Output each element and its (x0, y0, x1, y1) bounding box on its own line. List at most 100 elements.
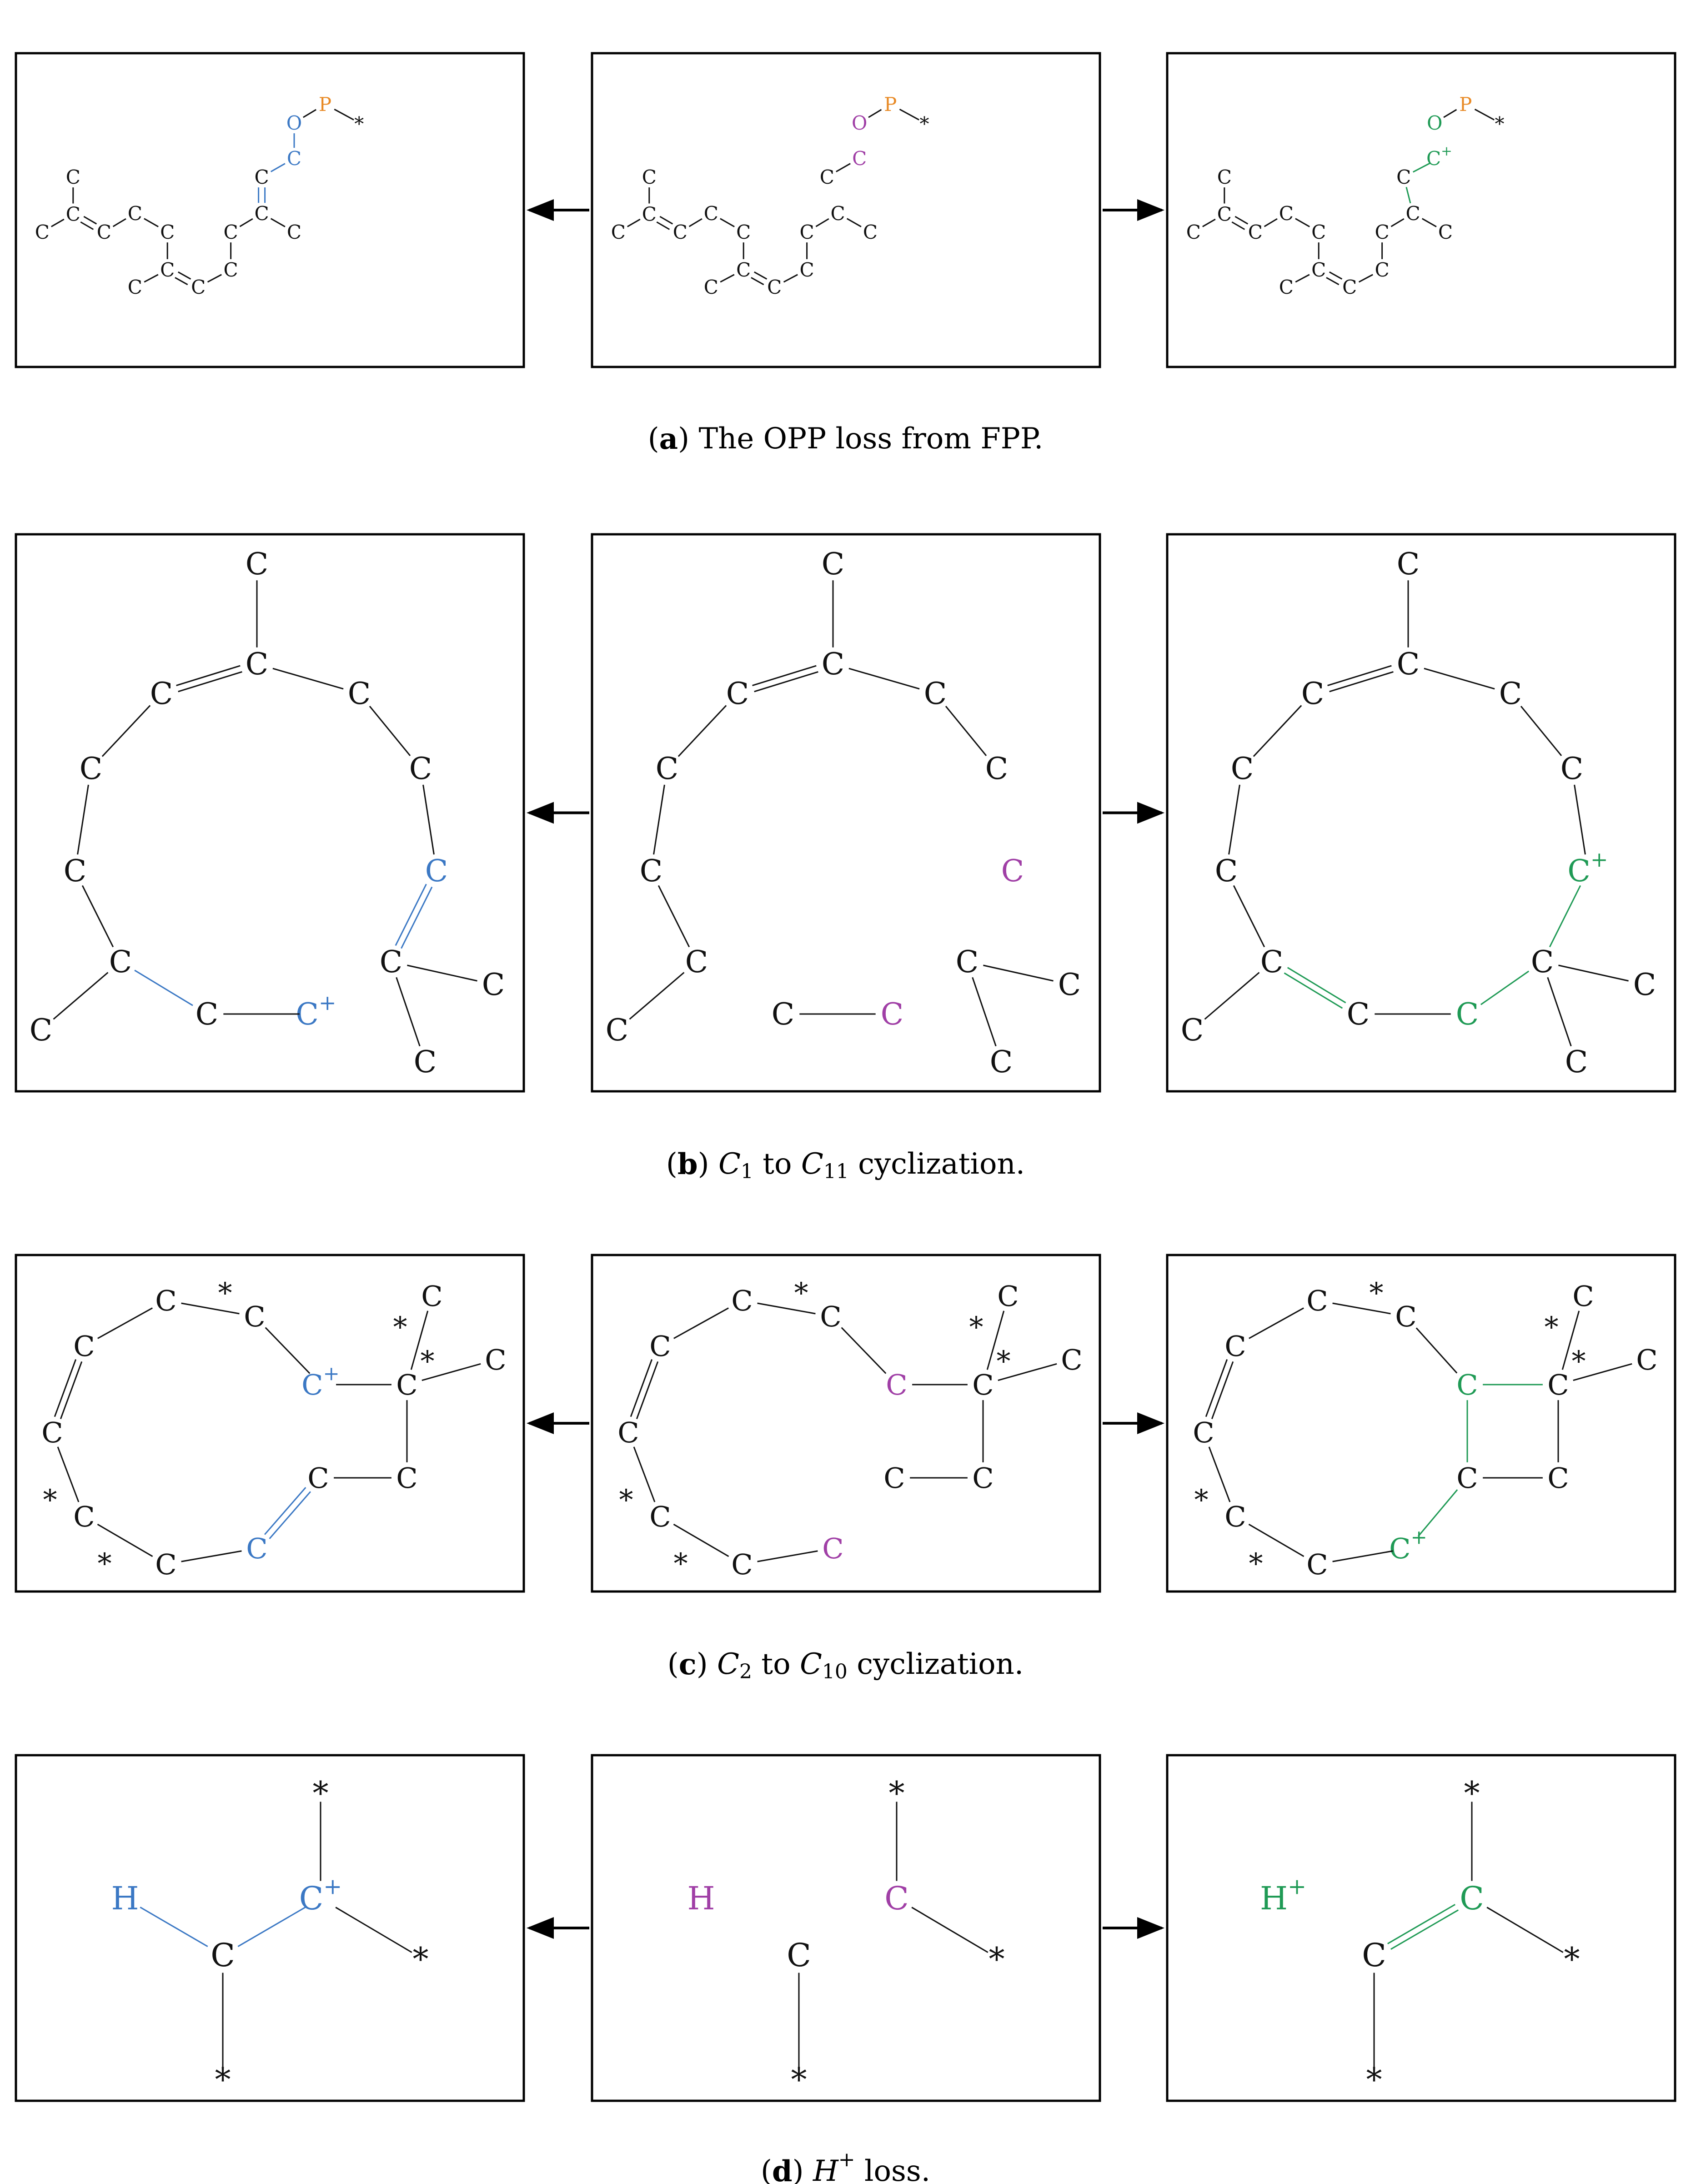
double-bond-line (752, 665, 817, 687)
single-bond-line (81, 885, 114, 948)
single-bond-line (815, 218, 829, 227)
single-bond-line (1405, 187, 1411, 204)
double-bond-line (754, 271, 768, 280)
single-bond-line (1520, 706, 1562, 756)
atom-label: C (822, 647, 845, 682)
single-bond-line (1228, 784, 1240, 855)
subfigure-caption: (c) C2 to C10 cyclization. (667, 1647, 1024, 1683)
double-bond-line (395, 884, 427, 946)
single-bond-line (97, 1523, 153, 1557)
single-bond-line (335, 1907, 412, 1953)
atom-label: C (1561, 751, 1584, 786)
wildcard-atom: * (674, 1547, 688, 1580)
atom-label: C (1224, 1330, 1246, 1363)
panel-frame (591, 533, 1101, 1093)
atom-label: O (852, 112, 867, 134)
single-bond-line (101, 705, 151, 757)
atom-label: C (1217, 166, 1232, 188)
double-bond-line (178, 671, 242, 693)
atom-label: C (956, 944, 979, 979)
single-bond-line (633, 1446, 656, 1502)
atom-label: C (1397, 647, 1420, 682)
atom-label: C (1181, 1013, 1204, 1048)
atom-label: H+ (1260, 1873, 1306, 1917)
atom-label: C (97, 221, 111, 243)
single-bond-line (1233, 885, 1265, 948)
single-bond-line (144, 274, 159, 283)
single-bond-line (112, 218, 126, 227)
double-bond-line (175, 277, 188, 286)
atom-label: C (1499, 676, 1522, 711)
atom-label: C (1547, 1368, 1569, 1401)
atom-label: C (73, 1330, 95, 1363)
single-bond-line (720, 274, 735, 283)
single-bond-line (836, 163, 851, 172)
single-bond-line (1558, 964, 1629, 982)
atom-label: C (1217, 203, 1232, 225)
wildcard-atom: * (98, 1547, 112, 1580)
single-bond-line (140, 1907, 208, 1947)
atom-label: C (421, 1280, 442, 1313)
single-bond-line (369, 706, 411, 756)
wildcard-atom: * (997, 1345, 1011, 1378)
single-bond-line (1332, 1302, 1391, 1315)
single-bond-line (688, 218, 702, 227)
atom-label: C (1224, 1500, 1246, 1533)
atom-label: O (286, 112, 302, 134)
double-bond-line (1284, 972, 1343, 1009)
double-bond-line (1287, 967, 1346, 1004)
single-bond-line (410, 1310, 429, 1370)
single-bond-line (983, 964, 1054, 982)
atom-label: C (787, 1937, 811, 1974)
atom-label: C (726, 676, 749, 711)
wildcard-atom: * (920, 113, 929, 135)
single-bond-line (972, 977, 997, 1047)
atom-label: C (649, 1330, 671, 1363)
atom-label: C (883, 1461, 905, 1495)
single-bond-line (1443, 109, 1457, 118)
atom-label: C (482, 967, 505, 1002)
double-bond-line (264, 1487, 306, 1535)
atom-label: O (1427, 112, 1442, 134)
wildcard-atom: * (354, 113, 364, 135)
single-bond-line (51, 218, 65, 227)
double-bond-line (656, 221, 670, 230)
atom-label: C (409, 751, 432, 786)
wildcard-atom: * (969, 1310, 983, 1344)
single-bond-line (848, 668, 920, 690)
atom-label: C (30, 1013, 53, 1048)
atom-label: C (1636, 1343, 1657, 1376)
atom-label: C (1248, 221, 1263, 243)
double-bond-line (1329, 271, 1343, 280)
double-bond-line (1231, 221, 1245, 230)
atom-label: C (396, 1461, 417, 1495)
double-bond-line (83, 216, 97, 225)
atom-label: C+ (301, 1362, 340, 1401)
panel-frame (591, 1254, 1101, 1593)
single-bond-line (1208, 1446, 1231, 1502)
atom-label: C (1565, 1044, 1588, 1079)
single-bond-line (1295, 218, 1310, 227)
single-bond-line (1415, 1327, 1458, 1374)
single-bond-line (1574, 784, 1586, 855)
double-bond-line (630, 1359, 653, 1417)
atom-label: C (1342, 276, 1357, 298)
single-bond-line (1474, 108, 1495, 120)
panel-frame (15, 52, 525, 368)
atom-label: C (642, 166, 657, 188)
atom-label: C (1460, 1880, 1484, 1917)
atom-label: C (41, 1416, 63, 1449)
atom-label: C (244, 1300, 265, 1333)
atom-label: C+ (1426, 143, 1452, 169)
wildcard-atom: * (218, 1276, 232, 1310)
atom-label: C (642, 203, 657, 225)
wildcard-atom: * (1572, 1345, 1586, 1378)
atom-label: C (1061, 1343, 1082, 1376)
atom-label: C+ (299, 1873, 342, 1917)
atom-label: C (800, 221, 814, 243)
atom-label: C (191, 276, 206, 298)
subfigure-caption: (a) The OPP loss from FPP. (648, 422, 1044, 456)
